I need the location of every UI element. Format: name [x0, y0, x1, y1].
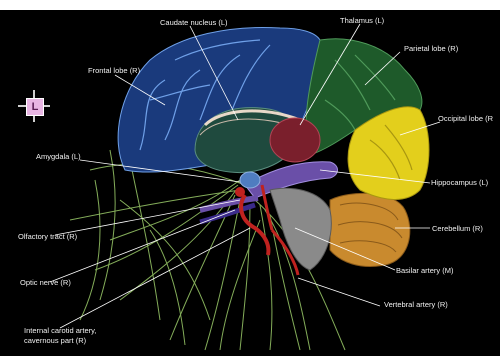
label-basilar-artery[interactable]: Basilar artery (M): [396, 266, 454, 275]
label-olfactory-tract[interactable]: Olfactory tract (R): [18, 232, 77, 241]
orient-tick-left: [18, 105, 26, 107]
thalamus[interactable]: [270, 118, 320, 162]
label-cerebellum[interactable]: Cerebellum (R): [432, 224, 483, 233]
label-internal-carotid-artery-line1[interactable]: Internal carotid artery,: [24, 326, 96, 335]
orientation-widget[interactable]: L: [18, 90, 50, 122]
label-occipital-lobe[interactable]: Occipital lobe (R: [438, 114, 493, 123]
label-optic-nerve[interactable]: Optic nerve (R): [20, 278, 71, 287]
label-amygdala[interactable]: Amygdala (L): [36, 152, 81, 161]
label-caudate-nucleus[interactable]: Caudate nucleus (L): [160, 18, 228, 27]
orientation-label: L: [26, 98, 44, 116]
label-parietal-lobe[interactable]: Parietal lobe (R): [404, 44, 458, 53]
orient-tick-top: [33, 90, 35, 98]
label-hippocampus[interactable]: Hippocampus (L): [431, 178, 488, 187]
amygdala[interactable]: [240, 172, 260, 188]
brainstem[interactable]: [270, 188, 331, 270]
label-frontal-lobe[interactable]: Frontal lobe (R): [88, 66, 140, 75]
label-thalamus[interactable]: Thalamus (L): [340, 16, 384, 25]
label-internal-carotid-artery-line2[interactable]: cavernous part (R): [24, 336, 86, 345]
label-vertebral-artery[interactable]: Vertebral artery (R): [384, 300, 448, 309]
internal-carotid-artery[interactable]: [241, 195, 268, 255]
